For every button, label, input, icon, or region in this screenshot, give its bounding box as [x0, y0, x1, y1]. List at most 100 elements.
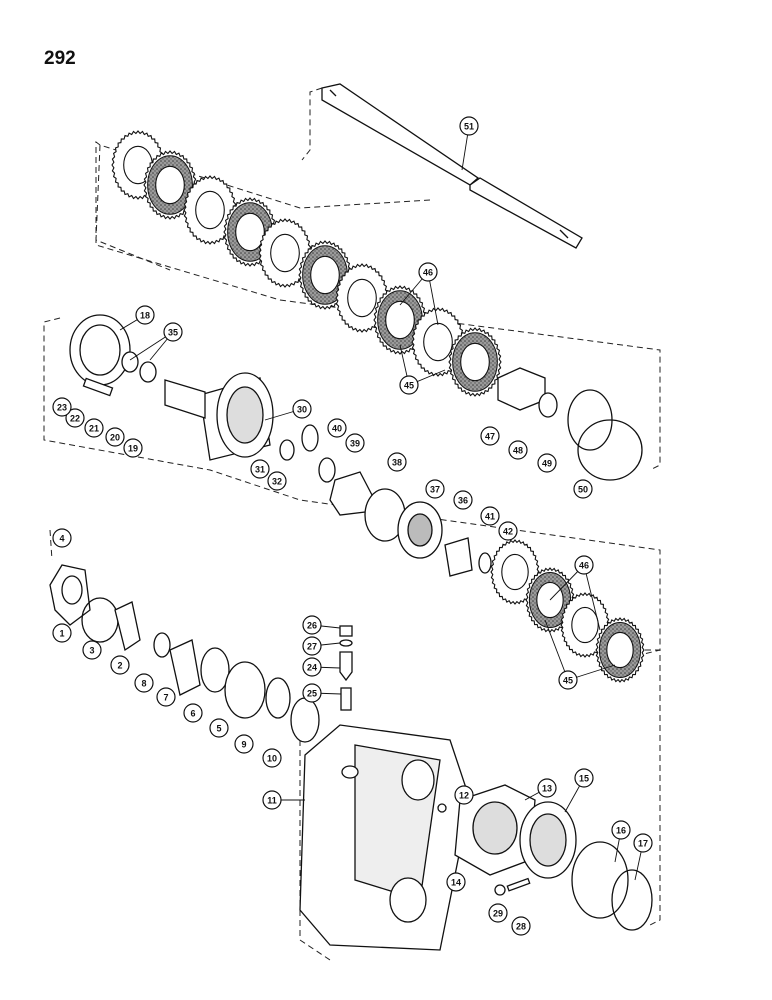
- callout-11: 11: [262, 790, 282, 810]
- hub-and-snap-rings: [497, 367, 643, 481]
- callout-3: 3: [82, 640, 102, 660]
- callout-label-3: 3: [89, 646, 94, 656]
- callout-label-45a: 45: [404, 381, 414, 391]
- callout-label-45b: 45: [563, 676, 573, 686]
- leader-line-45b: [544, 619, 569, 681]
- callout-label-46b: 46: [579, 561, 589, 571]
- upper-plate-10: [448, 327, 502, 397]
- callout-label-47: 47: [485, 432, 495, 442]
- callout-20: 20: [105, 427, 125, 447]
- callout-18: 18: [135, 305, 155, 325]
- callout-label-21: 21: [89, 424, 99, 434]
- upper-plate-6: [298, 240, 352, 310]
- piston-and-spring-parts: [82, 351, 492, 577]
- callout-label-20: 20: [110, 433, 120, 443]
- callout-label-6: 6: [190, 709, 195, 719]
- callout-16: 16: [611, 820, 631, 840]
- callout-label-49: 49: [542, 459, 552, 469]
- leader-line-46b: [583, 564, 601, 631]
- callout-41: 41: [480, 506, 500, 526]
- callout-label-8: 8: [141, 679, 146, 689]
- callout-label-17: 17: [638, 839, 648, 849]
- callout-38: 38: [387, 452, 407, 472]
- callout-label-27: 27: [307, 642, 317, 652]
- callout-9: 9: [234, 734, 254, 754]
- upper-plate-2: [143, 150, 197, 220]
- callout-label-48: 48: [513, 446, 523, 456]
- callout-10: 10: [262, 748, 282, 768]
- lower-plate-3: [560, 592, 610, 658]
- callout-label-29: 29: [493, 909, 503, 919]
- callout-35: 35: [163, 322, 183, 342]
- callout-27: 27: [302, 636, 322, 656]
- callout-label-40: 40: [332, 424, 342, 434]
- callout-28: 28: [511, 916, 531, 936]
- callout-label-39: 39: [350, 439, 360, 449]
- shaft-51: [321, 83, 583, 249]
- lower-plate-1: [490, 539, 540, 605]
- callout-45a: 45: [399, 375, 419, 395]
- relief-valve-parts: [339, 625, 353, 711]
- callout-label-38: 38: [392, 458, 402, 468]
- upper-plate-8: [373, 285, 427, 355]
- callout-25: 25: [302, 683, 322, 703]
- callout-label-1: 1: [59, 629, 64, 639]
- callout-label-32: 32: [272, 477, 282, 487]
- callout-label-4: 4: [59, 534, 64, 544]
- callout-36: 36: [453, 490, 473, 510]
- callout-48: 48: [508, 440, 528, 460]
- callout-22: 22: [65, 408, 85, 428]
- callout-21: 21: [84, 418, 104, 438]
- callout-label-36: 36: [458, 496, 468, 506]
- callout-label-23: 23: [57, 403, 67, 413]
- callout-42: 42: [498, 521, 518, 541]
- callout-label-46a: 46: [423, 268, 433, 278]
- callout-19: 19: [123, 438, 143, 458]
- lower-plate-4: [595, 617, 645, 683]
- callout-label-9: 9: [241, 740, 246, 750]
- callout-label-35: 35: [168, 328, 178, 338]
- callout-label-25: 25: [307, 689, 317, 699]
- callout-label-15: 15: [579, 774, 589, 784]
- page-number: 292: [44, 48, 76, 69]
- callout-label-30: 30: [297, 405, 307, 415]
- transmission-case-11: [299, 724, 471, 951]
- callout-1: 1: [52, 623, 72, 643]
- callout-45b: 45: [558, 670, 578, 690]
- callout-4: 4: [52, 528, 72, 548]
- callout-40: 40: [327, 418, 347, 438]
- callout-26: 26: [302, 615, 322, 635]
- upper-plate-3: [183, 175, 237, 245]
- callout-label-13: 13: [542, 784, 552, 794]
- callout-24: 24: [302, 657, 322, 677]
- callout-49: 49: [537, 453, 557, 473]
- callout-7: 7: [156, 687, 176, 707]
- callout-label-18: 18: [140, 311, 150, 321]
- upper-plate-5: [258, 218, 312, 288]
- callout-label-5: 5: [216, 724, 221, 734]
- callout-6: 6: [183, 703, 203, 723]
- callout-29: 29: [488, 903, 508, 923]
- callout-5: 5: [209, 718, 229, 738]
- upper-clutch-plate-stack: [111, 130, 502, 397]
- callout-label-37: 37: [430, 485, 440, 495]
- callout-12: 12: [454, 785, 474, 805]
- callout-32: 32: [267, 471, 287, 491]
- callout-30: 30: [292, 399, 312, 419]
- callout-8: 8: [134, 673, 154, 693]
- callout-13: 13: [537, 778, 557, 798]
- callout-label-19: 19: [128, 444, 138, 454]
- lower-clutch-plate-stack: [490, 539, 645, 683]
- callout-label-7: 7: [163, 693, 168, 703]
- callout-label-2: 2: [117, 661, 122, 671]
- rear-cover-group: [437, 784, 653, 931]
- callout-46b: 46: [574, 555, 594, 575]
- callout-label-14: 14: [451, 878, 461, 888]
- callout-label-51: 51: [464, 122, 474, 132]
- callout-label-10: 10: [267, 754, 277, 764]
- callout-50: 50: [573, 479, 593, 499]
- callout-label-42: 42: [503, 527, 513, 537]
- clutch-housing-30: [69, 314, 274, 461]
- callout-17: 17: [633, 833, 653, 853]
